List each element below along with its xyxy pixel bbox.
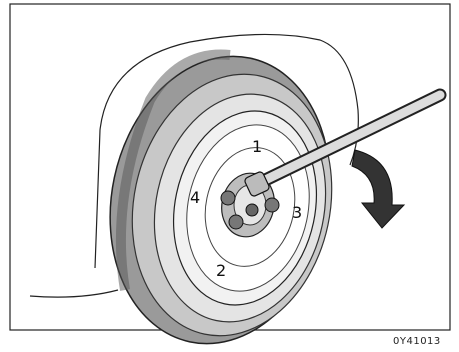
nut-label-3: 3 bbox=[292, 203, 302, 222]
lug-nut-center bbox=[246, 204, 258, 216]
lug-nut-4 bbox=[221, 191, 235, 205]
nut-label-1: 1 bbox=[252, 137, 262, 156]
nut-label-4: 4 bbox=[190, 188, 200, 207]
nut-label-2: 2 bbox=[216, 261, 226, 280]
lug-nut-3 bbox=[265, 198, 279, 212]
figure-code: 0Y41013 bbox=[393, 336, 441, 347]
lug-nut-2 bbox=[229, 215, 243, 229]
